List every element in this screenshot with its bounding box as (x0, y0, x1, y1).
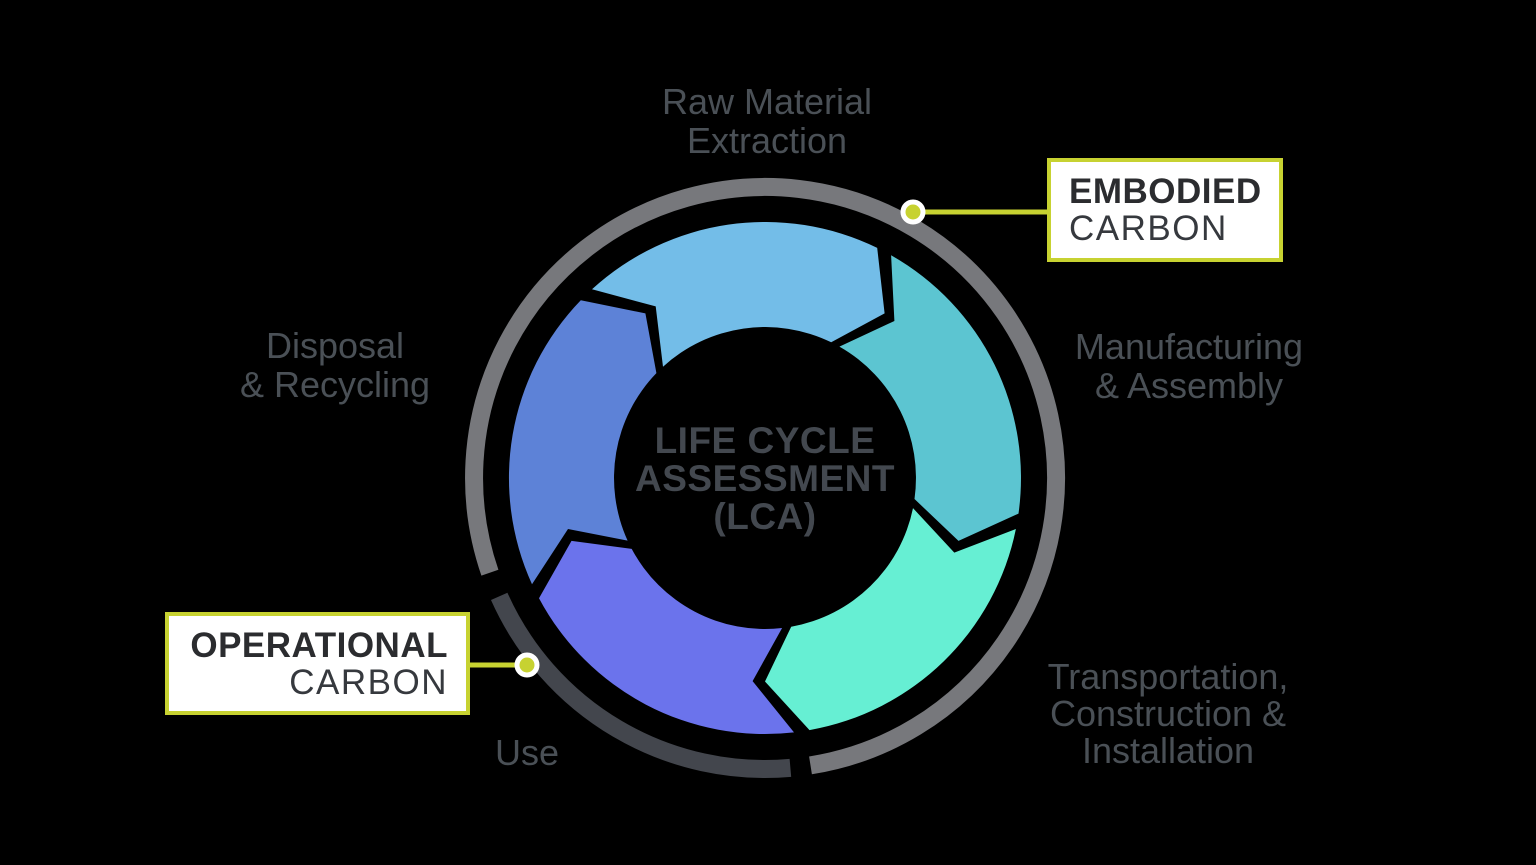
segment-use-arrow (539, 540, 794, 735)
label-line: Transportation, (1047, 656, 1289, 697)
label-manufacturing-assembly: Manufacturing & Assembly (1075, 327, 1303, 405)
center-title-lca: LIFE CYCLE ASSESSMENT (LCA) (635, 422, 895, 536)
embodied-carbon-connector-dot (900, 199, 926, 225)
label-line: & Assembly (1094, 365, 1284, 406)
center-title-line: LIFE CYCLE (654, 420, 876, 461)
segment-disposal-recycling-arrow (508, 300, 657, 585)
ring-arc-dark (490, 592, 792, 778)
label-line: Raw Material (661, 81, 873, 122)
label-raw-material-extraction: Raw Material Extraction (662, 82, 872, 160)
operational-carbon-subtitle: CARBON (289, 662, 448, 702)
segment-transportation-construction-installation-arrow (765, 508, 1016, 731)
ring-arc-light (465, 178, 1066, 775)
center-title-line: ASSESSMENT (635, 458, 895, 499)
operational-carbon-callout: OPERATIONAL CARBON (165, 612, 470, 715)
label-line: & Recycling (239, 364, 431, 405)
segment-raw-material-extraction-arrow (592, 222, 885, 367)
label-transportation-construction-installation: Transportation, Construction & Installat… (1048, 658, 1289, 769)
embodied-carbon-subtitle: CARBON (1069, 209, 1228, 248)
operational-carbon-title: OPERATIONAL (190, 625, 448, 665)
label-line: Extraction (686, 120, 848, 161)
label-line: Disposal (265, 325, 405, 366)
embodied-carbon-callout: EMBODIED CARBON (1047, 158, 1283, 262)
label-line: Use (494, 732, 560, 773)
label-disposal-recycling: Disposal & Recycling (240, 326, 430, 404)
label-line: Installation (1081, 730, 1255, 771)
label-line: Manufacturing (1074, 326, 1304, 367)
embodied-carbon-title: EMBODIED (1069, 172, 1262, 211)
segment-manufacturing-assembly-arrow (839, 255, 1021, 541)
label-use: Use (495, 733, 559, 772)
center-title-line: (LCA) (713, 496, 817, 537)
label-line: Construction & (1049, 693, 1287, 734)
operational-carbon-connector-dot (514, 652, 540, 678)
